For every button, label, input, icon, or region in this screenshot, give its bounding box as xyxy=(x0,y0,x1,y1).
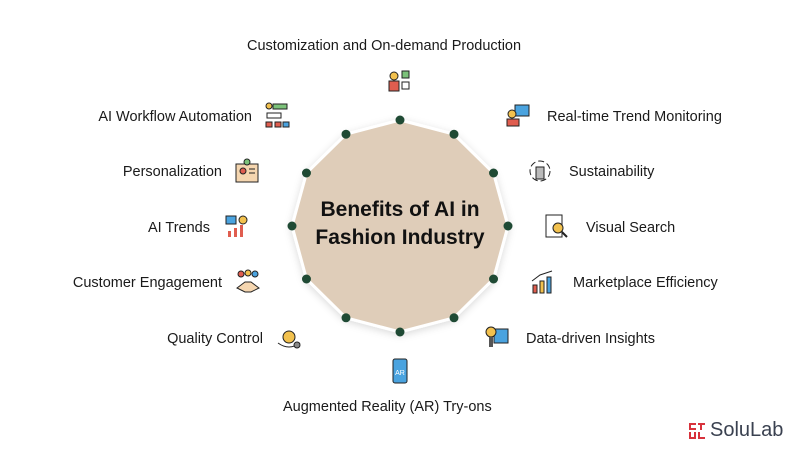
benefit-label: Quality Control xyxy=(167,331,263,347)
magnifier-document-icon xyxy=(545,214,568,238)
handshake-icon xyxy=(236,269,260,293)
benefit-label: Visual Search xyxy=(586,220,676,236)
benefit-label: Customer Engagement xyxy=(72,275,222,291)
title-line-1: Benefits of AI in xyxy=(320,198,480,221)
factory-worker-icon xyxy=(388,70,410,92)
ai-chart-icon xyxy=(225,215,248,237)
benefit-label: Personalization xyxy=(122,164,222,180)
solulab-logo: SoluLab xyxy=(688,419,783,442)
ar-phone-icon: AR xyxy=(392,358,408,384)
benefit-label: Augmented Reality (AR) Try-ons xyxy=(283,399,492,415)
benefit-label: Real-time Trend Monitoring xyxy=(547,109,722,125)
diagram-title: Benefits of AI in Fashion Industry xyxy=(300,196,500,252)
vertex-dot xyxy=(395,327,405,337)
vertex-dot xyxy=(503,221,513,231)
brand-name: SoluLab xyxy=(710,419,784,441)
vertex-dot xyxy=(341,129,351,139)
vertex-dot xyxy=(489,168,499,178)
vertex-dot xyxy=(489,274,499,284)
benefit-label: AI Trends xyxy=(147,220,210,236)
benefit-label: Data-driven Insights xyxy=(526,331,655,347)
lightbulb-monitor-icon xyxy=(485,326,509,347)
benefit-label: Sustainability xyxy=(569,164,655,180)
benefit-label: Marketplace Efficiency xyxy=(573,275,718,291)
vertex-dot xyxy=(301,274,311,284)
vertex-dot xyxy=(341,313,351,323)
vertex-dot xyxy=(449,129,459,139)
title-line-2: Fashion Industry xyxy=(315,226,485,249)
quality-gear-icon xyxy=(277,330,301,349)
vertex-dot xyxy=(395,115,405,125)
benefit-label: Customization and On-demand Production xyxy=(247,38,522,54)
solulab-logo-icon xyxy=(689,422,705,439)
svg-text:AR: AR xyxy=(395,370,405,377)
vertex-dot xyxy=(287,221,297,231)
vertex-dot xyxy=(301,168,311,178)
growth-chart-icon xyxy=(531,270,553,294)
vertex-dot xyxy=(449,313,459,323)
recycle-building-icon xyxy=(529,160,551,182)
profile-book-icon xyxy=(235,158,259,183)
monitoring-icon xyxy=(506,104,530,127)
workflow-icon xyxy=(265,102,290,128)
benefit-label: AI Workflow Automation xyxy=(98,109,252,125)
